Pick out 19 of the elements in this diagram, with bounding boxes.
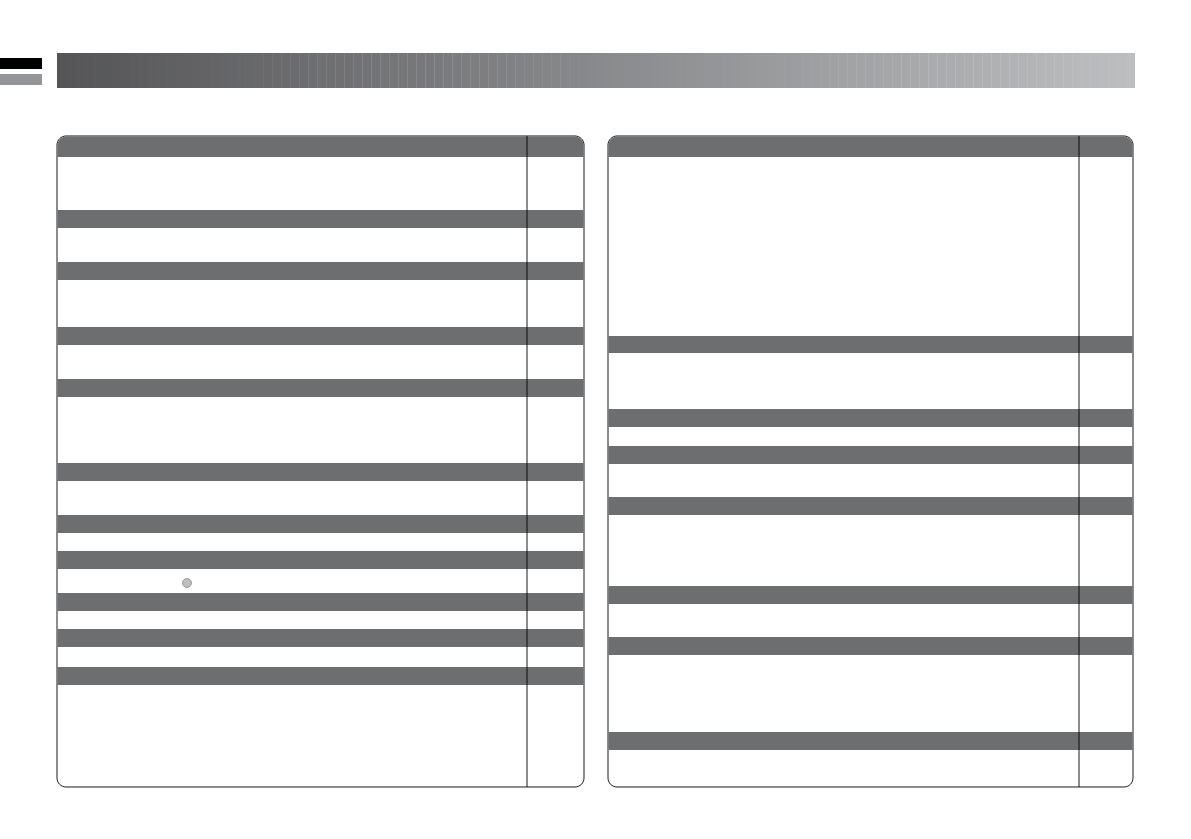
section-band — [57, 136, 584, 157]
section-band — [57, 629, 584, 647]
section-band — [608, 497, 1133, 515]
section-band — [57, 551, 584, 569]
section-band — [57, 379, 584, 397]
section-band — [608, 446, 1133, 464]
section-band — [608, 336, 1133, 353]
header-bar — [57, 53, 1135, 88]
section-band — [608, 586, 1133, 604]
section-band — [608, 637, 1133, 655]
section-band — [608, 732, 1133, 750]
section-band — [608, 136, 1133, 157]
section-band — [608, 409, 1133, 427]
section-band — [57, 463, 584, 481]
section-band — [57, 593, 584, 611]
section-band — [57, 327, 584, 345]
section-band — [57, 262, 584, 280]
section-band — [57, 667, 584, 685]
section-band — [57, 515, 584, 533]
